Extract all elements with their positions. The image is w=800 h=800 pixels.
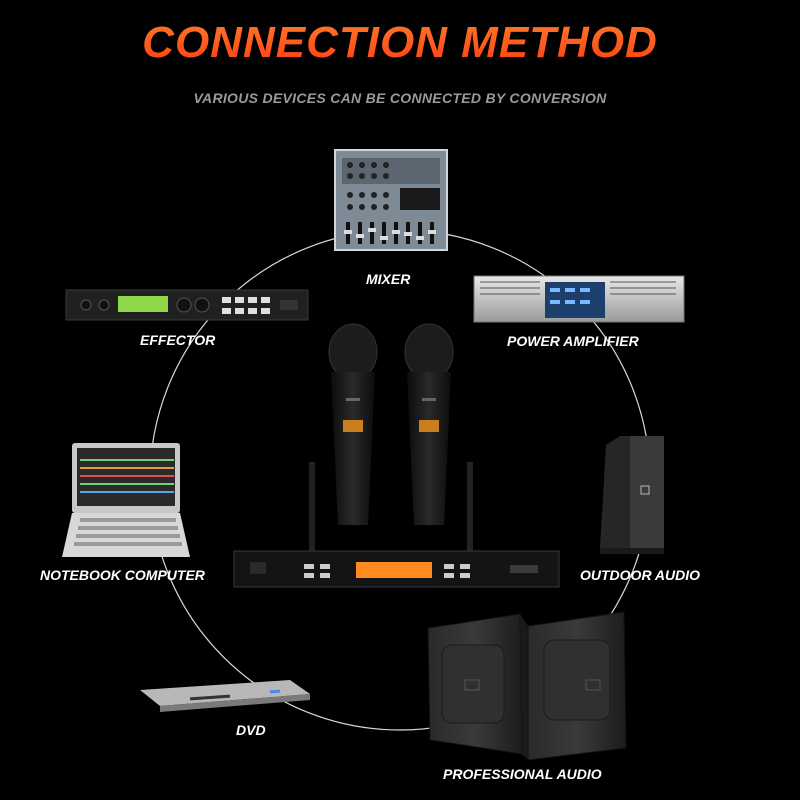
effector-label: EFFECTOR xyxy=(140,332,216,348)
professional-audio-label: PROFESSIONAL AUDIO xyxy=(443,766,602,782)
effector-image xyxy=(65,289,309,321)
microphone-right-image xyxy=(404,323,454,525)
notebook-computer-label: NOTEBOOK COMPUTER xyxy=(40,567,205,583)
professional-audio-image xyxy=(427,611,627,761)
outdoor-audio-label: OUTDOOR AUDIO xyxy=(580,567,701,583)
mixer-label: MIXER xyxy=(366,271,411,287)
notebook-computer-image xyxy=(62,443,190,557)
page-title: CONNECTION METHOD xyxy=(0,18,800,68)
microphone-left-image xyxy=(328,323,378,525)
dvd-label: DVD xyxy=(236,722,266,738)
mixer-image xyxy=(334,149,448,251)
page-subtitle: VARIOUS DEVICES CAN BE CONNECTED BY CONV… xyxy=(193,90,607,106)
power-amplifier-image xyxy=(473,275,685,323)
dvd-image xyxy=(140,680,310,712)
receiver-image xyxy=(233,462,560,588)
outdoor-audio-image xyxy=(600,436,664,554)
power-amplifier-label: POWER AMPLIFIER xyxy=(507,333,639,349)
